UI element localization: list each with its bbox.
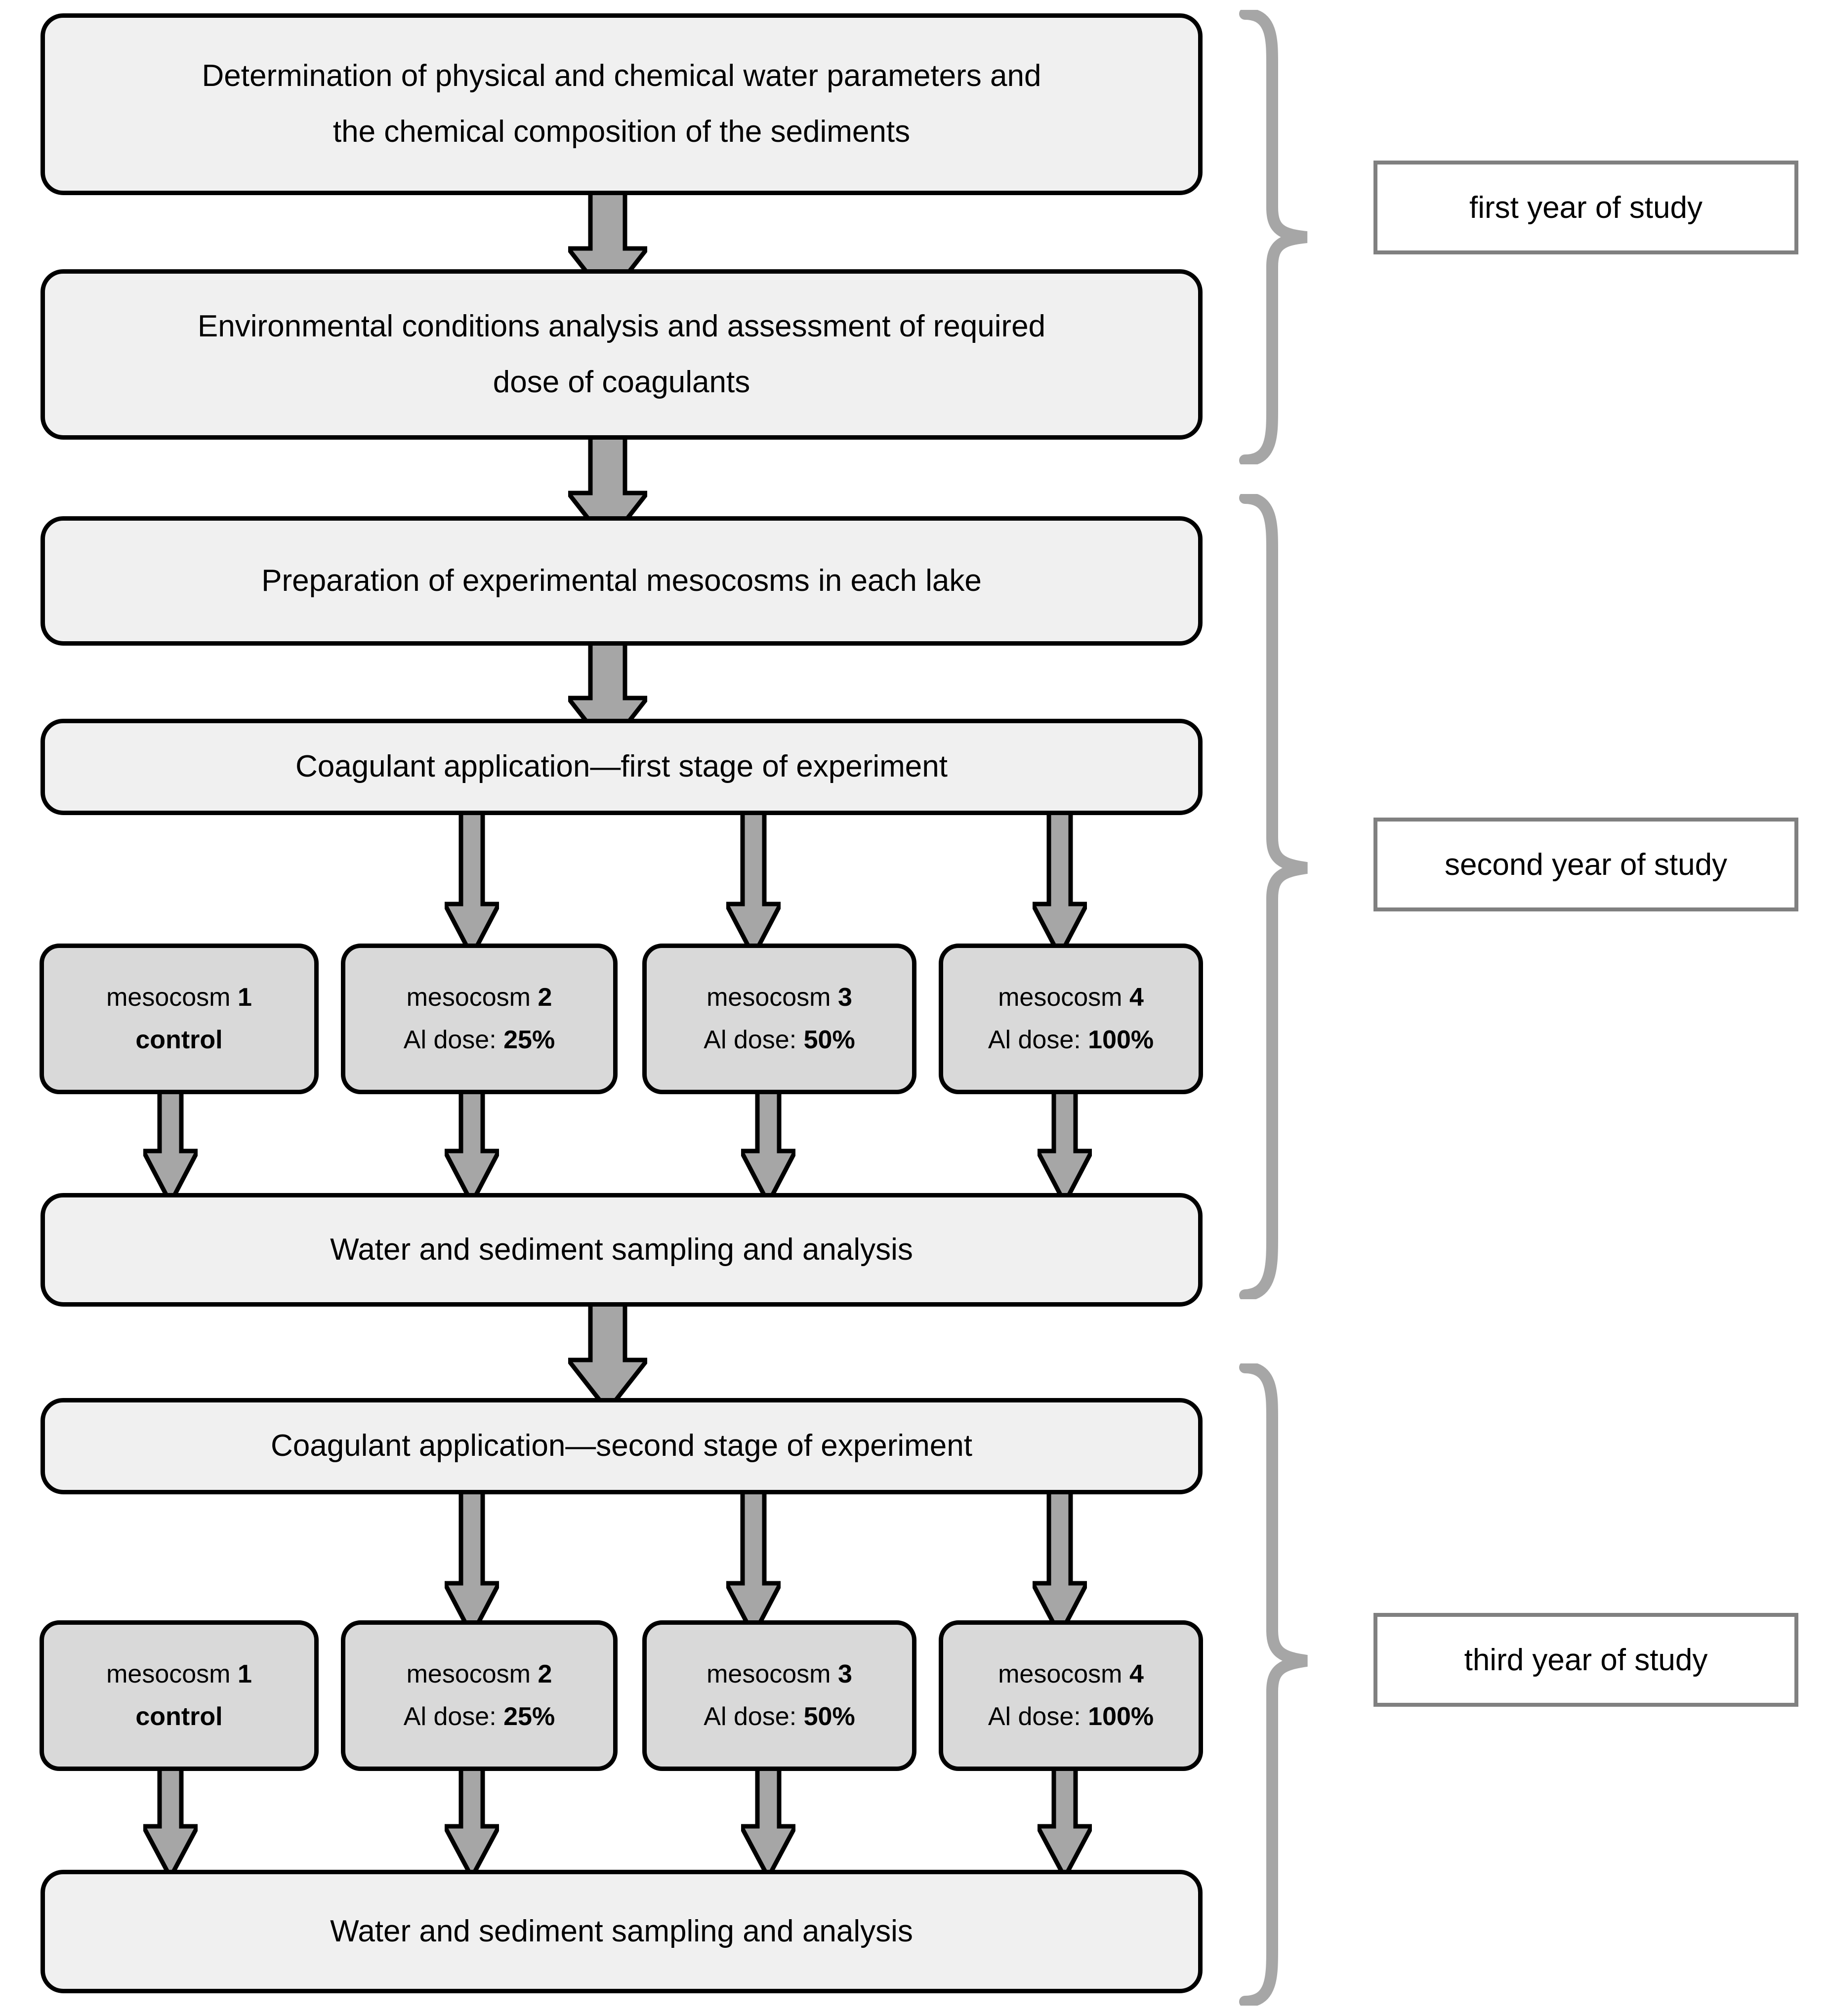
brace-first-year bbox=[1225, 10, 1324, 464]
arrow-branch-2-stage2 bbox=[726, 1492, 781, 1635]
node-coagulant-first-line1: Coagulant application—first stage of exp… bbox=[295, 749, 948, 784]
node-environmental-line1: Environmental conditions analysis and as… bbox=[197, 309, 1046, 343]
mesocosm-box-4-stage2: mesocosm 4 Al dose: 100% bbox=[939, 1620, 1203, 1771]
mesocosm-box-1-stage2: mesocosm 1 control bbox=[40, 1620, 319, 1771]
mesocosm-box-3-stage1: mesocosm 3 Al dose: 50% bbox=[642, 944, 916, 1094]
mesocosm-box-1-stage1: mesocosm 1 control bbox=[40, 944, 319, 1094]
arrow-branch-2-stage1 bbox=[726, 813, 781, 956]
node-preparation-line1: Preparation of experimental mesocosms in… bbox=[261, 563, 982, 598]
mesocosm-1-stage2-dose: control bbox=[135, 1702, 223, 1731]
node-sampling-first-line1: Water and sediment sampling and analysis bbox=[330, 1232, 913, 1267]
arrow-branch-1-stage1 bbox=[445, 813, 499, 956]
mesocosm-1-stage1-name: mesocosm 1 bbox=[106, 983, 252, 1012]
node-determination-line2: the chemical composition of the sediment… bbox=[333, 115, 911, 149]
year-label-second: second year of study bbox=[1373, 818, 1798, 911]
mesocosm-box-2-stage2: mesocosm 2 Al dose: 25% bbox=[341, 1620, 618, 1771]
mesocosm-box-3-stage2: mesocosm 3 Al dose: 50% bbox=[642, 1620, 916, 1771]
node-coagulant-first: Coagulant application—first stage of exp… bbox=[41, 719, 1203, 815]
mesocosm-2-stage2-dose: Al dose: 25% bbox=[403, 1702, 555, 1731]
mesocosm-box-4-stage1: mesocosm 4 Al dose: 100% bbox=[939, 944, 1203, 1094]
year-label-third: third year of study bbox=[1373, 1613, 1798, 1707]
mesocosm-2-stage2-name: mesocosm 2 bbox=[406, 1660, 552, 1689]
arrow-branch-3-stage2 bbox=[1033, 1492, 1087, 1635]
node-coagulant-second: Coagulant application—second stage of ex… bbox=[41, 1398, 1203, 1494]
mesocosm-1-stage2-name: mesocosm 1 bbox=[106, 1660, 252, 1689]
node-sampling-first: Water and sediment sampling and analysis bbox=[41, 1193, 1203, 1307]
year-label-first-text: first year of study bbox=[1469, 190, 1703, 225]
node-preparation: Preparation of experimental mesocosms in… bbox=[41, 516, 1203, 646]
mesocosm-2-stage1-dose: Al dose: 25% bbox=[403, 1026, 555, 1055]
mesocosm-3-stage1-name: mesocosm 3 bbox=[707, 983, 852, 1012]
mesocosm-3-stage2-dose: Al dose: 50% bbox=[704, 1702, 855, 1731]
node-coagulant-second-line1: Coagulant application—second stage of ex… bbox=[270, 1429, 972, 1463]
year-label-second-text: second year of study bbox=[1444, 847, 1728, 882]
mesocosm-3-stage1-dose: Al dose: 50% bbox=[704, 1026, 855, 1055]
mesocosm-4-stage2-name: mesocosm 4 bbox=[998, 1660, 1144, 1689]
node-sampling-second-line1: Water and sediment sampling and analysis bbox=[330, 1914, 913, 1948]
mesocosm-4-stage2-dose: Al dose: 100% bbox=[988, 1702, 1154, 1731]
arrow-branch-3-stage1 bbox=[1033, 813, 1087, 956]
node-environmental-line2: dose of coagulants bbox=[493, 365, 750, 399]
year-label-first: first year of study bbox=[1373, 161, 1798, 254]
mesocosm-4-stage1-name: mesocosm 4 bbox=[998, 983, 1144, 1012]
mesocosm-1-stage1-dose: control bbox=[135, 1026, 223, 1055]
year-label-third-text: third year of study bbox=[1464, 1643, 1708, 1677]
node-determination: Determination of physical and chemical w… bbox=[41, 13, 1203, 195]
arrow-branch-1-stage2 bbox=[445, 1492, 499, 1635]
mesocosm-2-stage1-name: mesocosm 2 bbox=[406, 983, 552, 1012]
node-environmental: Environmental conditions analysis and as… bbox=[41, 269, 1203, 440]
brace-second-year bbox=[1225, 494, 1324, 1299]
node-sampling-second: Water and sediment sampling and analysis bbox=[41, 1870, 1203, 1993]
mesocosm-box-2-stage1: mesocosm 2 Al dose: 25% bbox=[341, 944, 618, 1094]
node-determination-line1: Determination of physical and chemical w… bbox=[202, 59, 1041, 93]
brace-third-year bbox=[1225, 1363, 1324, 2006]
mesocosm-4-stage1-dose: Al dose: 100% bbox=[988, 1026, 1154, 1055]
mesocosm-3-stage2-name: mesocosm 3 bbox=[707, 1660, 852, 1689]
